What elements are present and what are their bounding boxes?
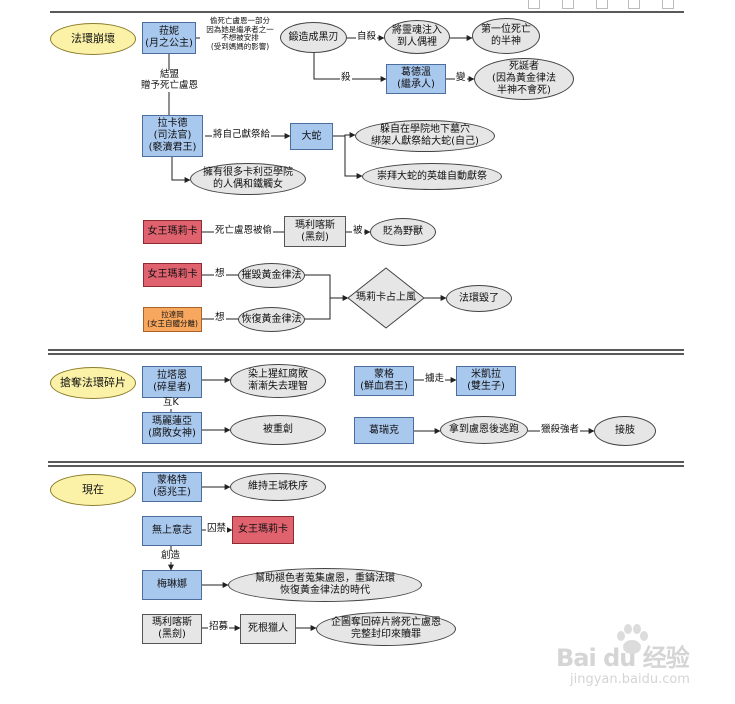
node-wounded: 被重創 bbox=[230, 415, 326, 445]
node-seal: 企圖奪回碎片將死亡盧恩 完整封印來贖罪 bbox=[316, 612, 456, 646]
node-beast: 貶為野獸 bbox=[370, 218, 436, 246]
node-forge: 鍛造成黑刃 bbox=[280, 22, 347, 53]
note-ranni: 偷死亡盧恩一部分 因為她是繼承者之一 不想被安排 (受到媽媽的影響) bbox=[200, 16, 280, 52]
node-marika-2: 女王瑪莉卡 bbox=[143, 263, 202, 287]
section-label-present: 現在 bbox=[50, 474, 136, 506]
node-graft: 接肢 bbox=[594, 416, 656, 446]
node-radagon: 拉達岡 (女王自體分離) bbox=[143, 307, 202, 332]
edge-label-capture: 擄走 bbox=[424, 373, 446, 385]
node-serpent: 大蛇 bbox=[290, 123, 333, 150]
node-godwyn: 葛德溫 (繼承人) bbox=[386, 64, 446, 94]
node-hide: 躲自在學院地下墓穴 綁架人獻祭給大蛇(自己) bbox=[355, 120, 495, 152]
node-radahn: 拉塔恩 (碎星者) bbox=[142, 366, 202, 398]
node-ranni: 菈妮 (月之公主) bbox=[142, 22, 196, 54]
node-rot: 染上猩紅腐敗 漸漸失去理智 bbox=[230, 364, 326, 398]
edge-label-imprison: 囚禁 bbox=[206, 523, 228, 535]
toolbar-icon[interactable] bbox=[562, 0, 574, 9]
edge-label-recruit: 招募 bbox=[208, 621, 230, 633]
node-marika-1: 女王瑪莉卡 bbox=[143, 220, 202, 244]
edge-label-think-2: 想 bbox=[214, 312, 226, 324]
edge-label-alliance: 結盟 贈予死亡盧恩 bbox=[140, 69, 200, 92]
node-godrick: 葛瑞克 bbox=[354, 417, 414, 444]
node-maliketh: 瑪利喀斯 (黑劍) bbox=[284, 216, 346, 247]
toolbar-icon[interactable] bbox=[662, 0, 674, 9]
node-maliketh-2: 瑪利喀斯 (黑劍) bbox=[142, 614, 202, 644]
node-puppets: 擁有很多卡利亞學院 的人偶和鐵觸女 bbox=[190, 163, 306, 195]
node-transfer: 將靈魂注入 到人偶裡 bbox=[384, 20, 450, 54]
node-miquella: 米凱拉 (雙生子) bbox=[456, 366, 516, 396]
toolbar-icon[interactable] bbox=[528, 0, 540, 9]
node-restore-law: 恢復黃金律法 bbox=[238, 307, 305, 332]
node-morgott: 蒙格特 (惡兆王) bbox=[142, 472, 202, 502]
edge-label-kill: 殺 bbox=[340, 72, 352, 84]
node-malenia: 瑪麗蓮亞 (腐敗女神) bbox=[142, 412, 202, 444]
node-demigod: 第一位死亡 的半神 bbox=[472, 18, 540, 54]
edge-label-stolen: 死亡盧恩被偷 bbox=[214, 225, 274, 237]
node-mohg: 蒙格 (鮮血君王) bbox=[354, 366, 414, 396]
node-ring-broken: 法環毀了 bbox=[446, 285, 512, 312]
node-flee: 拿到盧恩後逃跑 bbox=[440, 416, 528, 444]
toolbar-icon[interactable] bbox=[628, 0, 640, 9]
node-nameless: 無上意志 bbox=[142, 516, 202, 546]
node-hunters: 死根獵人 bbox=[240, 614, 296, 644]
node-guard: 維持王城秩序 bbox=[230, 473, 326, 501]
paw-icon bbox=[617, 624, 648, 654]
edge-label-hunt: 獵殺強者 bbox=[540, 424, 581, 436]
watermark-logo: Bai du 经验 bbox=[556, 644, 690, 672]
edge-label-transform: 變 bbox=[455, 72, 467, 84]
edge-label-by: 被 bbox=[352, 225, 364, 237]
node-rykard: 拉卡德 (司法官) (褻瀆君王) bbox=[142, 115, 203, 157]
decision-diamond bbox=[347, 267, 425, 329]
node-melina: 梅琳娜 bbox=[142, 570, 202, 600]
toolbar-icon[interactable] bbox=[596, 0, 608, 9]
node-born-dead: 死誕者 (因為黃金律法 半神不會死) bbox=[474, 58, 574, 100]
node-destroy-law: 摧毀黃金律法 bbox=[238, 263, 305, 288]
edge-label-create: 創造 bbox=[160, 550, 182, 562]
node-hero: 崇拜大蛇的英雄自動獻祭 bbox=[362, 163, 502, 190]
edge-label-think-1: 想 bbox=[214, 268, 226, 280]
edge-label-suicide: 自殺 bbox=[356, 31, 378, 43]
edge-label-sacrifice: 將自己獻祭給 bbox=[212, 129, 272, 141]
node-marika-top: 瑪莉卡占上風 bbox=[356, 292, 416, 303]
watermark-url: jingyan.baidu.com bbox=[570, 672, 690, 687]
section-label-shards: 搶奪法環碎片 bbox=[50, 367, 136, 399]
node-marika-3: 女王瑪莉卡 bbox=[232, 516, 294, 544]
node-help: 幫助褪色者蒐集盧恩，重鑄法環 恢復黃金律法的時代 bbox=[228, 568, 422, 602]
section-label-collapse: 法環崩壞 bbox=[50, 23, 136, 55]
edge-label-pk: 互K bbox=[162, 397, 180, 409]
